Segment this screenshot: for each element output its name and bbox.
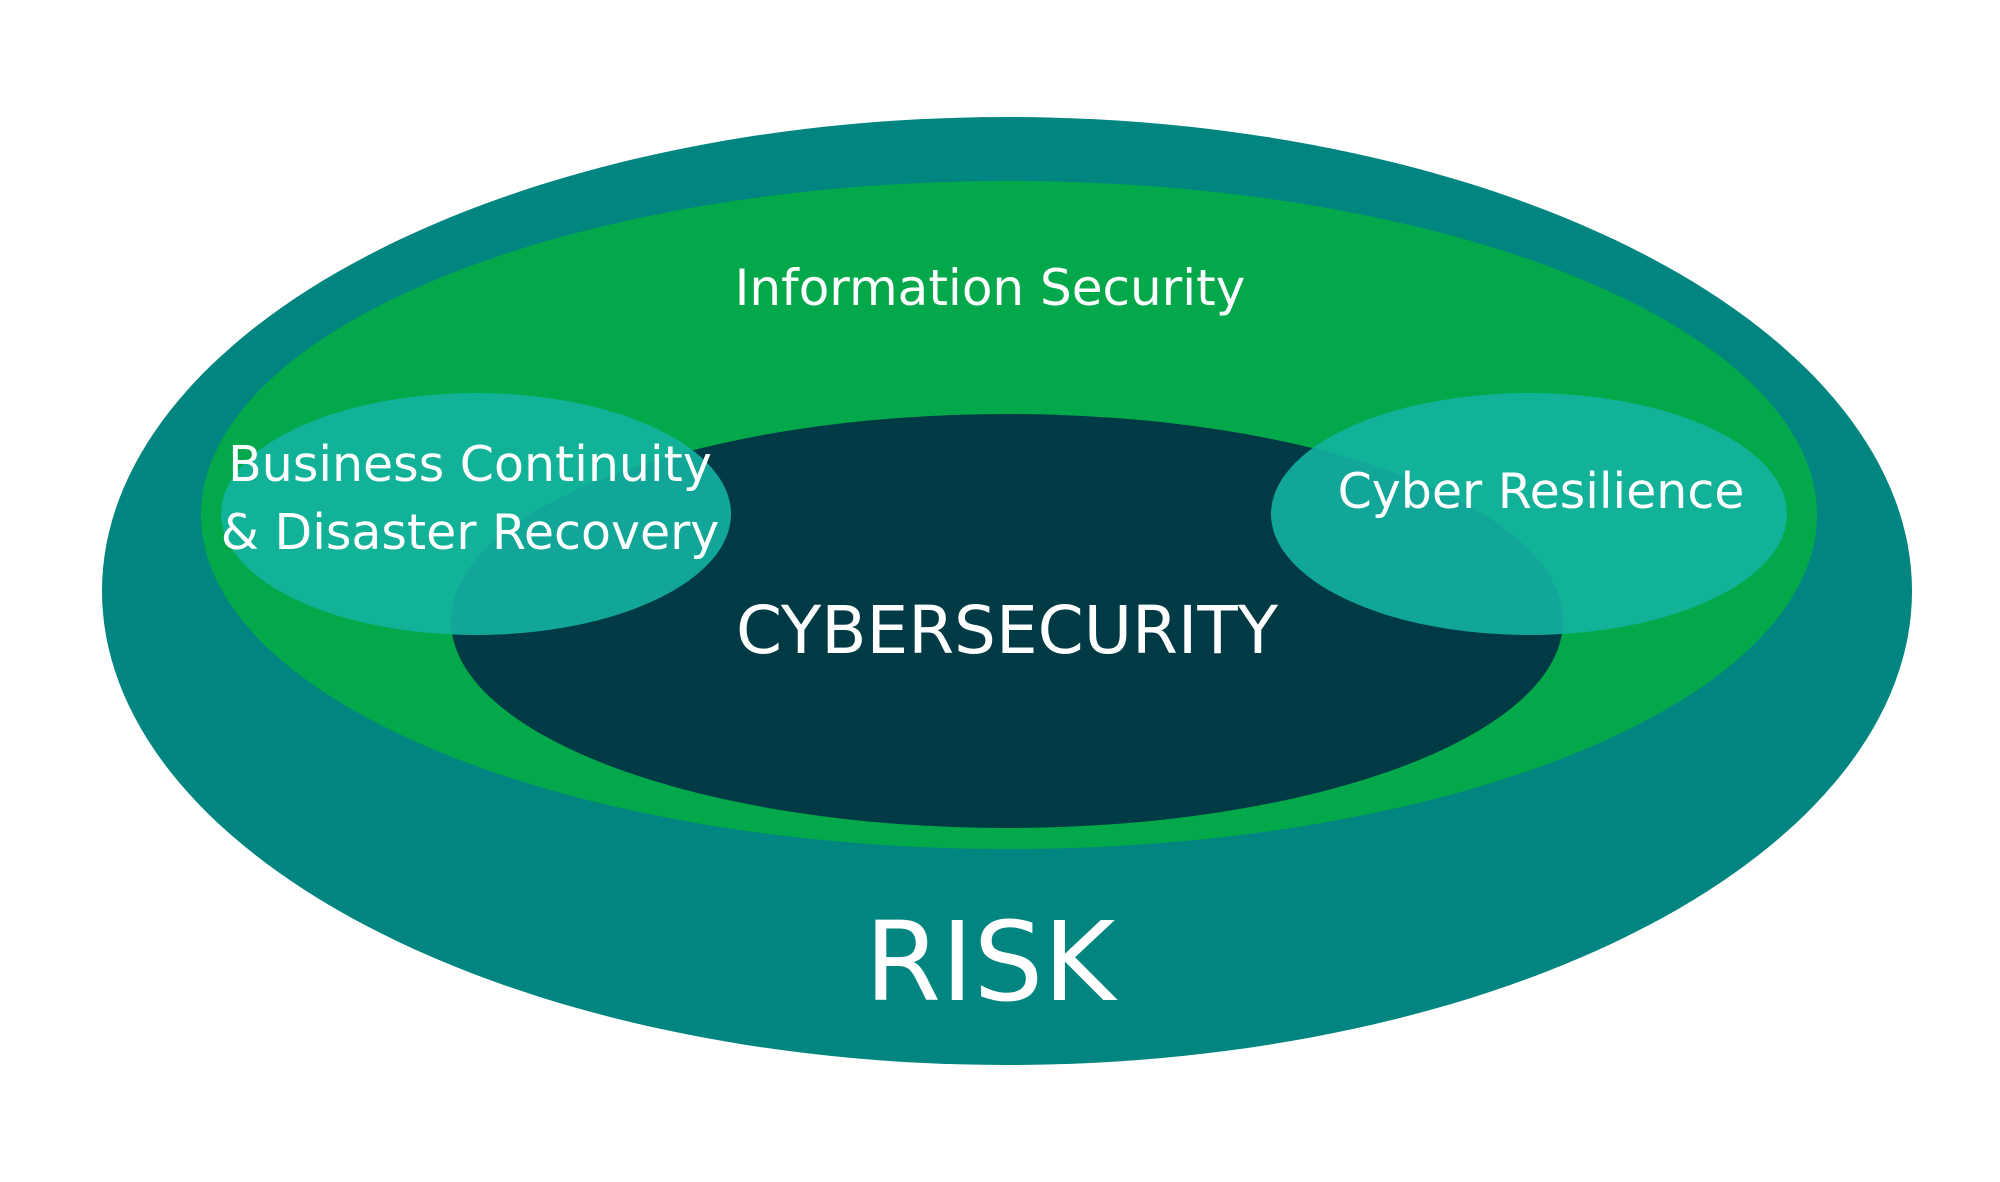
risk-label: RISK — [865, 898, 1119, 1026]
business-continuity-label-line2: & Disaster Recovery — [221, 504, 720, 561]
business-continuity-label-line1: Business Continuity — [228, 436, 712, 493]
information-security-label: Information Security — [735, 259, 1246, 317]
cybersecurity-label: CYBERSECURITY — [736, 592, 1279, 669]
business-continuity-ellipse — [221, 393, 731, 635]
cyber-resilience-label: Cyber Resilience — [1338, 463, 1745, 520]
cyber-resilience-ellipse — [1271, 393, 1787, 635]
